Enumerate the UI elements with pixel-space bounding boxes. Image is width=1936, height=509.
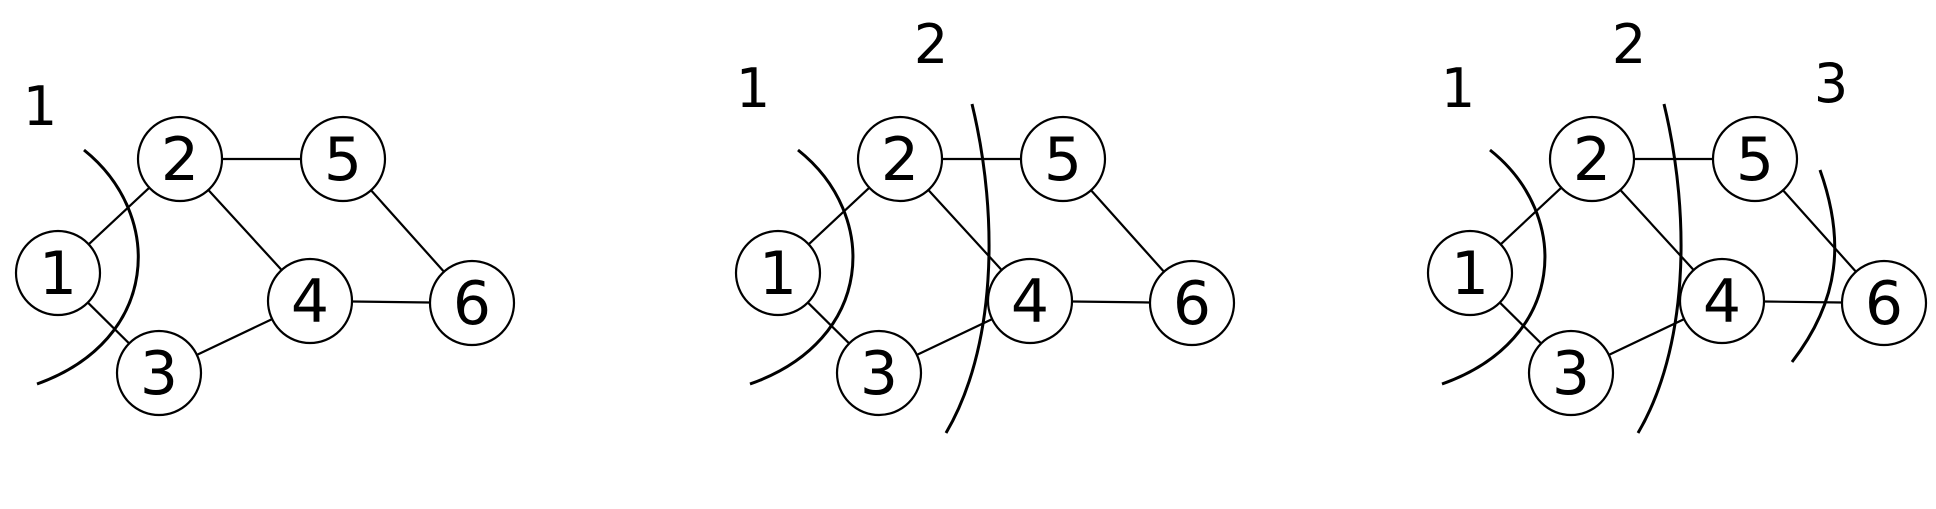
edge-1-3 <box>1499 301 1542 345</box>
node-3 <box>1527 329 1615 417</box>
node-label-6: 6 <box>453 269 491 339</box>
node-6 <box>1840 259 1928 347</box>
cut-curve-1 <box>749 148 855 386</box>
node-label-1: 1 <box>39 239 77 309</box>
cut-label-3: 3 <box>1814 52 1848 115</box>
node-2 <box>856 115 944 203</box>
panel-2: 1 2 3 4 5 6 1 2 <box>734 13 1236 434</box>
node-label-2: 2 <box>1573 125 1611 195</box>
node-2 <box>136 115 224 203</box>
cut-label-2: 2 <box>1612 13 1646 76</box>
node-label-1: 1 <box>1451 239 1489 309</box>
cut-label-2: 2 <box>914 13 948 76</box>
edge-4-6 <box>351 300 431 304</box>
cut-label-1: 1 <box>1441 57 1475 120</box>
node-4 <box>1678 257 1766 345</box>
node-label-3: 3 <box>1552 339 1590 409</box>
node-3 <box>835 329 923 417</box>
node-5 <box>1019 115 1107 203</box>
node-label-3: 3 <box>860 339 898 409</box>
node-4 <box>266 257 354 345</box>
edge-2-4 <box>1619 189 1695 271</box>
edge-1-3 <box>807 301 850 345</box>
node-label-1: 1 <box>759 239 797 309</box>
edge-5-6 <box>370 189 445 273</box>
node-label-4: 4 <box>291 267 329 337</box>
edge-4-6 <box>1763 300 1843 304</box>
node-label-5: 5 <box>1044 125 1082 195</box>
node-3 <box>115 329 203 417</box>
node-5 <box>299 115 387 203</box>
node-label-4: 4 <box>1703 267 1741 337</box>
edge-5-6 <box>1090 189 1165 273</box>
node-label-6: 6 <box>1865 269 1903 339</box>
edge-1-3 <box>87 301 130 345</box>
cut-curve-2 <box>1636 103 1683 434</box>
node-5 <box>1711 115 1799 203</box>
node-6 <box>428 259 516 347</box>
cut-curve-2 <box>944 103 991 434</box>
cut-curve-3 <box>1790 169 1837 363</box>
edge-5-6 <box>1782 189 1857 273</box>
edge-2-4 <box>927 189 1003 271</box>
cut-label-1: 1 <box>23 75 57 138</box>
cut-curve-1 <box>1441 148 1547 386</box>
edge-3-4 <box>1608 318 1685 356</box>
node-label-5: 5 <box>324 125 362 195</box>
edge-1-2 <box>87 186 151 246</box>
node-1 <box>1426 229 1514 317</box>
node-label-5: 5 <box>1736 125 1774 195</box>
node-1 <box>14 229 102 317</box>
edge-3-4 <box>916 318 993 356</box>
node-label-2: 2 <box>161 125 199 195</box>
edge-1-2 <box>1499 186 1563 246</box>
edge-1-2 <box>807 186 871 246</box>
cut-curve-1 <box>36 148 140 386</box>
node-6 <box>1148 259 1236 347</box>
node-label-3: 3 <box>140 339 178 409</box>
panel-1: 1 2 3 4 5 6 1 <box>14 75 516 417</box>
cut-label-1: 1 <box>736 57 770 120</box>
node-label-4: 4 <box>1011 267 1049 337</box>
edge-2-4 <box>207 189 283 271</box>
node-2 <box>1548 115 1636 203</box>
node-1 <box>734 229 822 317</box>
node-label-2: 2 <box>881 125 919 195</box>
panel-3: 1 2 3 4 5 6 1 2 3 <box>1426 13 1928 434</box>
node-label-6: 6 <box>1173 269 1211 339</box>
node-4 <box>986 257 1074 345</box>
edge-4-6 <box>1071 300 1151 304</box>
edge-3-4 <box>196 318 273 356</box>
